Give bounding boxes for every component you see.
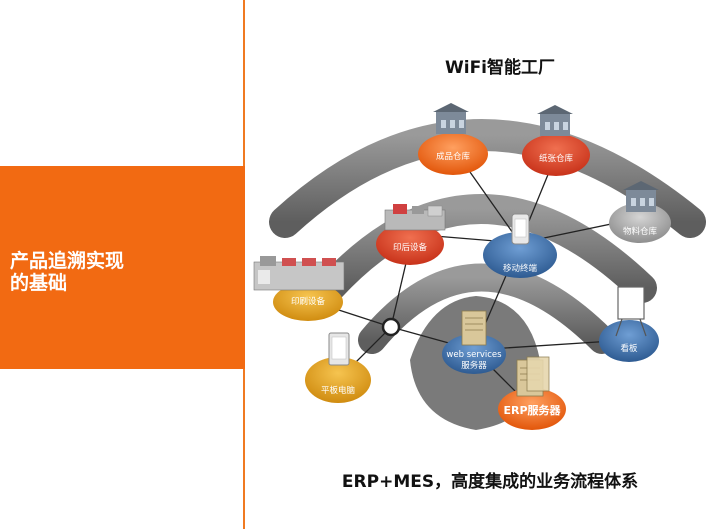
node-label-line2: 服务器	[461, 360, 487, 371]
node-kanban: 看板	[599, 286, 659, 362]
wifi-arc-inner	[358, 263, 616, 354]
server-icon	[461, 310, 487, 346]
server-icon	[516, 356, 550, 397]
warehouse-icon	[537, 105, 573, 136]
warehouse-icon	[623, 181, 659, 212]
node-paper-warehouse: 纸张仓库	[522, 105, 590, 176]
node-label: ERP服务器	[503, 403, 561, 417]
hub-node	[381, 317, 401, 337]
whiteboard-icon	[615, 286, 647, 337]
node-web-services-server: web services 服务器	[442, 310, 506, 374]
printing-press-icon	[253, 256, 345, 291]
node-mobile-terminal: 移动终端	[483, 213, 557, 278]
node-label: 纸张仓库	[539, 153, 574, 164]
node-erp-server: ERP服务器	[498, 356, 566, 430]
node-material-warehouse: 物料仓库	[609, 181, 671, 243]
node-label: 成品仓库	[436, 151, 471, 162]
node-label: 物料仓库	[623, 226, 658, 237]
bottom-caption: ERP+MES，高度集成的业务流程体系	[341, 472, 639, 492]
side-title-line1: 产品追溯实现	[10, 250, 125, 272]
node-label: 移动终端	[503, 263, 538, 274]
node-label: 平板电脑	[321, 385, 356, 396]
wifi-factory-diagram: 成品仓库 纸张仓库 物料仓库	[253, 103, 706, 430]
node-printing-equipment: 印刷设备	[253, 256, 345, 321]
node-finished-warehouse: 成品仓库	[418, 103, 488, 175]
post-press-machine-icon	[384, 204, 446, 231]
side-title-line2: 的基础	[10, 272, 68, 294]
node-post-press: 印后设备	[376, 204, 446, 265]
tablet-icon	[328, 332, 350, 366]
node-label: 印刷设备	[291, 296, 326, 307]
node-label: 印后设备	[393, 242, 428, 253]
wifi-arc-middle	[315, 194, 657, 303]
wifi-arc-outer	[269, 119, 706, 238]
side-banner: 产品追溯实现 的基础	[0, 166, 245, 369]
node-tablet: 平板电脑	[305, 332, 371, 403]
warehouse-icon	[433, 103, 469, 134]
diagram-title: WiFi智能工厂	[444, 58, 556, 78]
node-label-line1: web services	[446, 350, 502, 360]
side-title: 产品追溯实现 的基础	[10, 250, 230, 294]
node-label: 看板	[620, 343, 638, 354]
mobile-device-icon	[511, 213, 530, 245]
